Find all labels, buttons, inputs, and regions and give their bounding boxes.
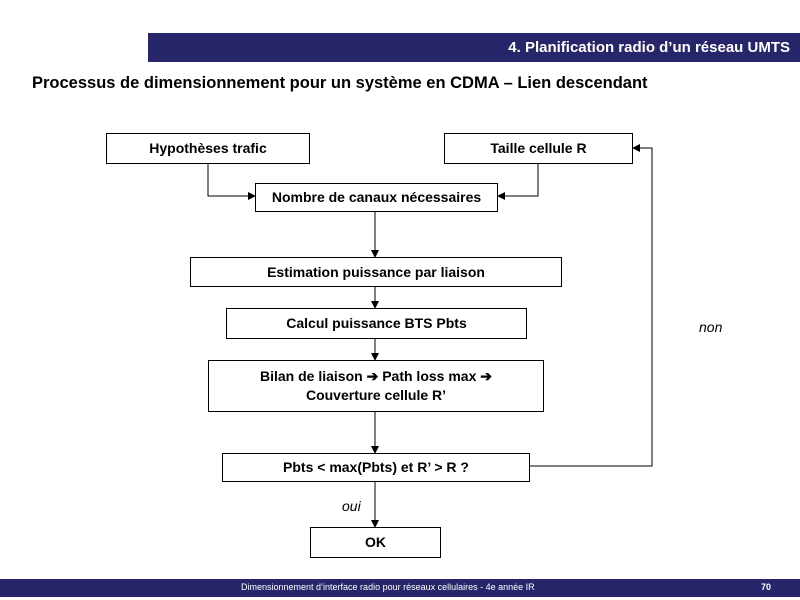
edge-condition-no-loop bbox=[530, 144, 653, 467]
node-ok-label: OK bbox=[365, 534, 386, 550]
header-title: 4. Planification radio d’un réseau UMTS bbox=[508, 39, 790, 56]
node-ok: OK bbox=[310, 527, 441, 558]
node-link-budget-line1: Bilan de liaison ➔ Path loss max ➔ bbox=[260, 368, 492, 384]
edge-cellsize-to-channels bbox=[497, 163, 539, 200]
node-link-budget-line2: Couverture cellule R’ bbox=[305, 387, 447, 403]
node-channels-needed: Nombre de canaux nécessaires bbox=[255, 183, 498, 212]
node-bts-power: Calcul puissance BTS Pbts bbox=[226, 308, 527, 339]
node-cell-size: Taille cellule R bbox=[444, 133, 633, 164]
node-power-per-link: Estimation puissance par liaison bbox=[190, 257, 562, 287]
footer-band: Dimensionnement d’interface radio pour r… bbox=[0, 579, 800, 597]
node-cell-size-label: Taille cellule R bbox=[490, 140, 587, 156]
slide-title: Processus de dimensionnement pour un sys… bbox=[32, 74, 648, 92]
edge-traffic-to-channels bbox=[207, 163, 256, 200]
footer-text: Dimensionnement d’interface radio pour r… bbox=[241, 582, 535, 592]
node-condition-label: Pbts < max(Pbts) et R’ > R ? bbox=[283, 459, 469, 475]
node-condition: Pbts < max(Pbts) et R’ > R ? bbox=[222, 453, 530, 482]
node-traffic-hypotheses-label: Hypothèses trafic bbox=[149, 140, 267, 156]
node-power-per-link-label: Estimation puissance par liaison bbox=[267, 263, 485, 280]
edge-label-no: non bbox=[699, 319, 723, 335]
node-bts-power-label: Calcul puissance BTS Pbts bbox=[286, 315, 467, 331]
node-channels-needed-label: Nombre de canaux nécessaires bbox=[271, 189, 482, 205]
edge-label-yes: oui bbox=[342, 498, 361, 514]
node-traffic-hypotheses: Hypothèses trafic bbox=[106, 133, 310, 164]
page-number: 70 bbox=[761, 582, 772, 592]
header-band: 4. Planification radio d’un réseau UMTS bbox=[148, 33, 800, 62]
node-link-budget: Bilan de liaison ➔ Path loss max ➔ Couve… bbox=[208, 360, 544, 412]
